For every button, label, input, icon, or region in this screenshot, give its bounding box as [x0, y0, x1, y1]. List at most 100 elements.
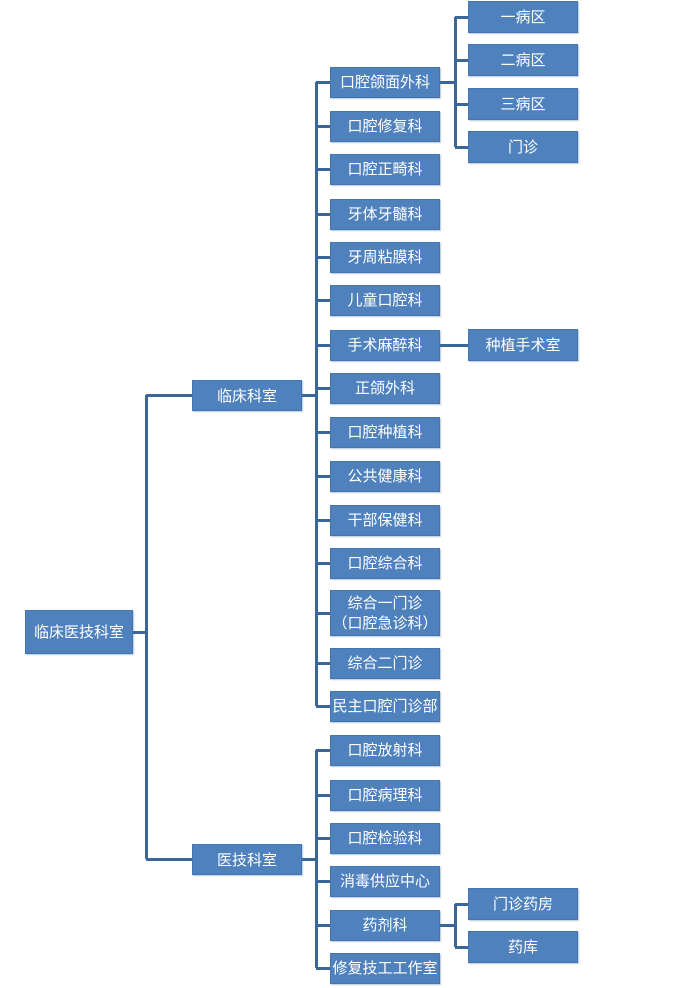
- department-node-label: 口腔颌面外科: [339, 73, 430, 91]
- sub-unit-node: 药库: [468, 931, 578, 963]
- sub-unit-node-label: 种植手术室: [485, 336, 561, 354]
- connector-line: [455, 145, 468, 149]
- department-node: 民主口腔门诊部: [330, 690, 440, 722]
- connector-line: [440, 343, 455, 347]
- department-node: 综合一门诊 （口腔急诊科）: [330, 590, 440, 636]
- connector-line: [316, 518, 330, 522]
- department-node: 口腔正畸科: [330, 153, 440, 185]
- department-node-label: 口腔检验科: [347, 829, 423, 847]
- department-node-label: 药剂科: [362, 916, 408, 934]
- department-node-label: 儿童口腔科: [347, 291, 423, 309]
- department-node: 牙体牙髓科: [330, 198, 440, 230]
- department-node: 口腔修复科: [330, 110, 440, 142]
- department-node: 公共健康科: [330, 460, 440, 492]
- connector-line: [440, 80, 455, 84]
- group-node-2: 医技科室: [192, 844, 302, 875]
- department-node-label: 公共健康科: [347, 467, 423, 485]
- connector-line: [316, 704, 330, 708]
- connector-line: [455, 343, 468, 347]
- connector-line: [316, 255, 330, 259]
- department-node: 修复技工工作室: [330, 952, 440, 984]
- department-node: 手术麻醉科: [330, 329, 440, 361]
- connector-line: [455, 902, 468, 906]
- department-node: 口腔病理科: [330, 779, 440, 811]
- sub-unit-node-label: 三病区: [500, 95, 546, 113]
- connector-line: [302, 857, 316, 861]
- connector-line: [316, 430, 330, 434]
- connector-line: [316, 661, 330, 665]
- department-node: 儿童口腔科: [330, 284, 440, 316]
- sub-unit-node: 门诊药房: [468, 888, 578, 920]
- department-node-label: 修复技工工作室: [332, 959, 438, 977]
- connector-line: [453, 904, 457, 947]
- sub-unit-node: 三病区: [468, 88, 578, 120]
- department-node-label: 牙体牙髓科: [347, 205, 423, 223]
- department-node-label: 牙周粘膜科: [347, 248, 423, 266]
- connector-line: [316, 879, 330, 883]
- department-node: 口腔检验科: [330, 822, 440, 854]
- department-node-label: 正颌外科: [354, 379, 415, 397]
- department-node: 口腔放射科: [330, 734, 440, 766]
- department-node-label: 口腔修复科: [347, 117, 423, 135]
- root-node: 临床医技科室: [25, 610, 133, 654]
- connector-line: [455, 58, 468, 62]
- connector-line: [440, 923, 455, 927]
- department-node-label: 口腔种植科: [347, 423, 423, 441]
- connector-line: [302, 393, 316, 397]
- connector-line: [146, 393, 192, 397]
- department-node-label: 口腔病理科: [347, 786, 423, 804]
- connector-line: [316, 212, 330, 216]
- department-node-label: 口腔综合科: [347, 554, 423, 572]
- department-node: 口腔种植科: [330, 416, 440, 448]
- connector-line: [316, 298, 330, 302]
- department-node: 牙周粘膜科: [330, 241, 440, 273]
- connector-line: [316, 124, 330, 128]
- connector-line: [316, 923, 330, 927]
- sub-unit-node: 种植手术室: [468, 329, 578, 361]
- department-node: 药剂科: [330, 909, 440, 941]
- department-node: 综合二门诊: [330, 647, 440, 679]
- group-node-1: 临床科室: [192, 380, 302, 411]
- department-node: 口腔综合科: [330, 547, 440, 579]
- connector-line: [316, 793, 330, 797]
- sub-unit-node-label: 药库: [507, 938, 538, 956]
- connector-line: [146, 857, 192, 861]
- department-node: 口腔颌面外科: [330, 66, 440, 98]
- department-node-label: 口腔放射科: [347, 741, 423, 759]
- sub-unit-node: 门诊: [468, 131, 578, 163]
- connector-line: [455, 945, 468, 949]
- connector-line: [314, 82, 318, 706]
- connector-line: [453, 17, 457, 147]
- connector-line: [316, 561, 330, 565]
- root-node-label: 临床医技科室: [33, 623, 124, 641]
- department-node-label: 民主口腔门诊部: [332, 697, 438, 715]
- connector-line: [316, 966, 330, 970]
- connector-line: [316, 80, 330, 84]
- sub-unit-node-label: 二病区: [500, 51, 546, 69]
- connector-line: [316, 386, 330, 390]
- group-node-2-label: 医技科室: [216, 850, 277, 869]
- connector-line: [316, 474, 330, 478]
- sub-unit-node: 二病区: [468, 44, 578, 76]
- department-node: 正颌外科: [330, 372, 440, 404]
- department-node-label: 综合二门诊: [347, 654, 423, 672]
- connector-line: [316, 167, 330, 171]
- department-node-label: 干部保健科: [347, 511, 423, 529]
- department-node-label: 消毒供应中心: [339, 872, 430, 890]
- group-node-1-label: 临床科室: [216, 386, 277, 405]
- department-node-label: 口腔正畸科: [347, 160, 423, 178]
- department-node: 干部保健科: [330, 504, 440, 536]
- connector-line: [455, 15, 468, 19]
- sub-unit-node-label: 门诊药房: [492, 895, 553, 913]
- department-node-label: 综合一门诊 （口腔急诊科）: [332, 594, 438, 632]
- connector-line: [314, 750, 318, 968]
- department-node-label: 手术麻醉科: [347, 336, 423, 354]
- connector-line: [316, 611, 330, 615]
- sub-unit-node-label: 一病区: [500, 8, 546, 26]
- sub-unit-node-label: 门诊: [507, 138, 538, 156]
- connector-line: [316, 836, 330, 840]
- connector-line: [316, 748, 330, 752]
- connector-line: [316, 343, 330, 347]
- sub-unit-node: 一病区: [468, 1, 578, 33]
- connector-line: [133, 630, 146, 634]
